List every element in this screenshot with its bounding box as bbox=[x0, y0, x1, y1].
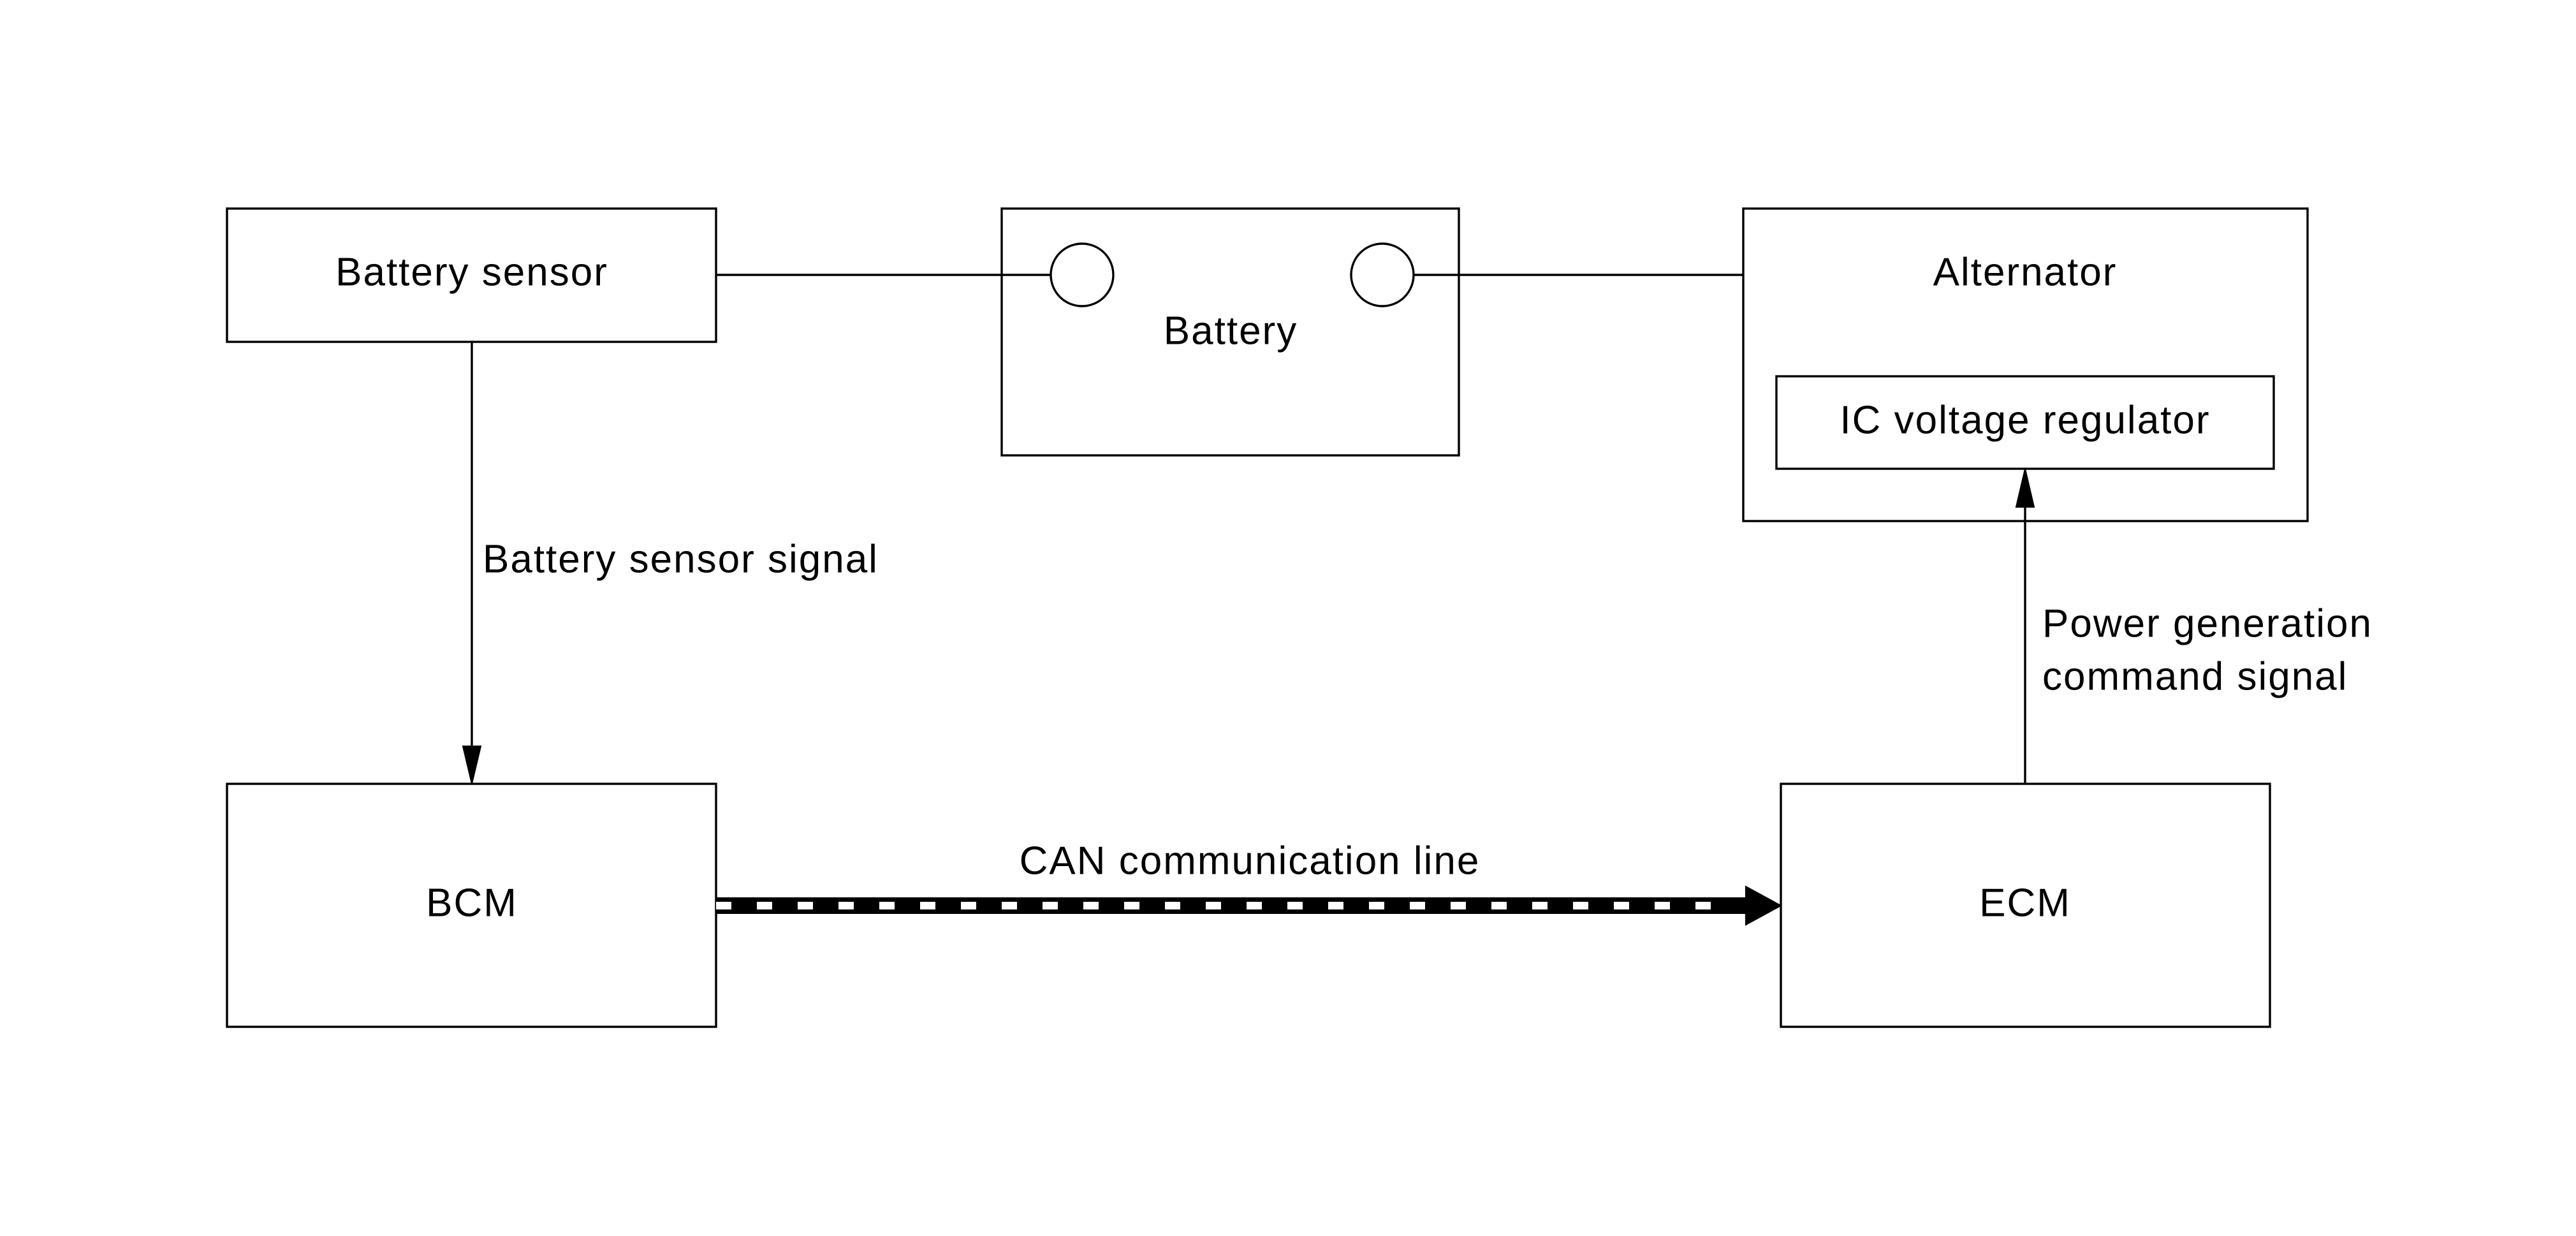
battery-sensor-label: Battery sensor bbox=[335, 250, 608, 294]
battery-sensor-signal-arrow bbox=[462, 342, 482, 784]
battery-label: Battery bbox=[1164, 309, 1298, 353]
power-generation-label-line2: command signal bbox=[2042, 654, 2348, 698]
battery-sensor-node: Battery sensor bbox=[226, 207, 717, 343]
ecm-label: ECM bbox=[1979, 881, 2071, 925]
battery-negative-terminal bbox=[1050, 242, 1115, 307]
arrowhead-up-icon bbox=[2015, 468, 2035, 508]
bcm-label: BCM bbox=[426, 881, 518, 925]
arrowhead-right-icon bbox=[1745, 885, 1783, 926]
power-generation-label-line1: Power generation bbox=[2042, 601, 2373, 645]
ecm-node: ECM bbox=[1780, 783, 2271, 1028]
bcm-node: BCM bbox=[226, 783, 717, 1028]
ic-voltage-regulator-label: IC voltage regulator bbox=[1840, 398, 2210, 442]
battery-positive-terminal bbox=[1350, 242, 1415, 307]
battery-node: Battery bbox=[1000, 207, 1460, 457]
arrowhead-down-icon bbox=[462, 746, 482, 784]
can-communication-label: CAN communication line bbox=[1020, 839, 1481, 883]
can-communication-line bbox=[716, 885, 1783, 926]
alternator-node: Alternator IC voltage regulator bbox=[1742, 207, 2309, 522]
power-generation-signal-arrow bbox=[2015, 468, 2035, 784]
battery-sensor-signal-label: Battery sensor signal bbox=[483, 537, 879, 581]
alternator-label: Alternator bbox=[1933, 250, 2118, 294]
